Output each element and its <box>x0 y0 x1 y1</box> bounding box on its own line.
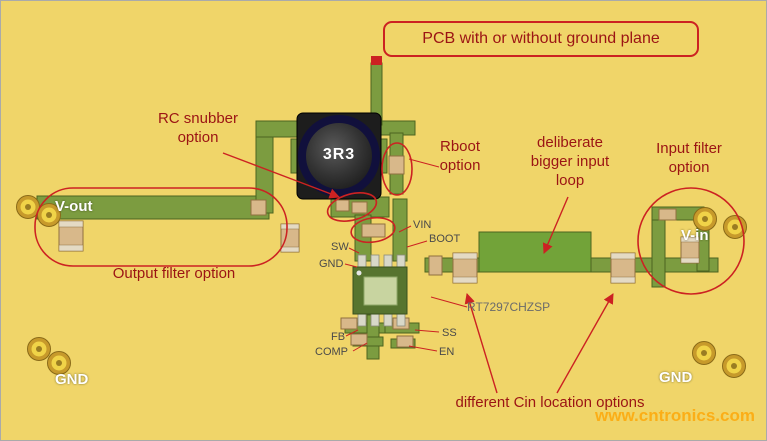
pin-label-boot: BOOT <box>429 233 461 245</box>
capacitor <box>428 255 443 276</box>
ss-pin-leader <box>414 329 440 333</box>
cin-capacitor <box>452 252 478 284</box>
pad <box>693 207 717 231</box>
input-loop-pour <box>478 231 592 273</box>
capacitor <box>280 223 300 253</box>
output-filter-label: Output filter option <box>112 265 236 282</box>
highlight-ovals <box>34 142 745 295</box>
input-filter-highlight <box>637 187 745 295</box>
pad <box>16 195 40 219</box>
snubber-part <box>335 199 350 212</box>
comp-pin-leader <box>352 342 368 352</box>
partno-leader <box>430 296 468 308</box>
input-loop-label: deliberate bigger input loop <box>530 134 610 189</box>
capacitor <box>250 199 267 216</box>
capacitor <box>340 317 358 330</box>
capacitors <box>58 155 700 348</box>
pad <box>37 203 61 227</box>
input-loop-arrow <box>542 196 569 254</box>
pad <box>722 354 746 378</box>
cin-capacitor <box>610 252 636 284</box>
rc-snubber-arrow <box>222 152 340 199</box>
fb-pin-leader <box>345 329 359 337</box>
vin-label: V-in <box>681 227 709 244</box>
pad <box>27 337 51 361</box>
filter-capacitor <box>680 236 700 264</box>
title-callout: PCB with or without ground plane <box>383 21 699 57</box>
sw-pin-leader <box>348 247 360 254</box>
rc-snubber-label: RC snubber option <box>157 110 239 146</box>
pad <box>47 351 71 375</box>
pin-label-gnd: GND <box>319 258 344 270</box>
annotation-arrows <box>222 152 614 394</box>
input-filter-label: Input filter option <box>656 140 722 176</box>
rboot-resistor <box>388 155 405 175</box>
ic-part-number: RT7297CHZSP <box>467 300 551 314</box>
rboot-label: Rboot option <box>439 138 481 174</box>
cin-right-arrow <box>556 293 614 394</box>
pad <box>692 341 716 365</box>
test-point <box>371 56 382 65</box>
pin-label-en: EN <box>439 346 455 358</box>
capacitor <box>361 223 386 238</box>
buck-ic <box>352 254 408 327</box>
gnd-right-label: GND <box>659 369 693 386</box>
mounting-pads <box>16 195 747 378</box>
gnd-left-label: GND <box>55 371 89 388</box>
rboot-leader <box>408 158 440 168</box>
inductor <box>296 112 382 200</box>
pin-label-ss: SS <box>442 327 457 339</box>
pin-label-sw: SW <box>331 241 349 253</box>
cin-locations-label: different Cin location options <box>455 394 645 411</box>
rboot-highlight <box>381 142 413 196</box>
pin-label-fb: FB <box>331 331 346 343</box>
output-filter-highlight <box>34 187 288 267</box>
pin-label-vin: VIN <box>413 219 432 231</box>
snubber-part <box>351 201 368 214</box>
boot-pin-leader <box>406 240 428 248</box>
inductor-value-label: 3R3 <box>322 146 356 163</box>
capacitor <box>396 335 414 348</box>
watermark: www.cntronics.com <box>595 406 755 425</box>
cin-left-arrow <box>464 292 498 394</box>
vin-pin-leader <box>398 225 412 233</box>
vout-label: V-out <box>55 198 93 215</box>
gnd-pin-leader <box>344 263 358 268</box>
capacitor <box>58 220 84 252</box>
pin-label-comp: COMP <box>315 346 348 358</box>
en-pin-leader <box>408 345 438 352</box>
capacitor <box>350 333 368 346</box>
filter-capacitor <box>658 208 677 221</box>
vin-cap-highlight <box>350 216 396 244</box>
rc-snubber-highlight <box>326 192 378 222</box>
